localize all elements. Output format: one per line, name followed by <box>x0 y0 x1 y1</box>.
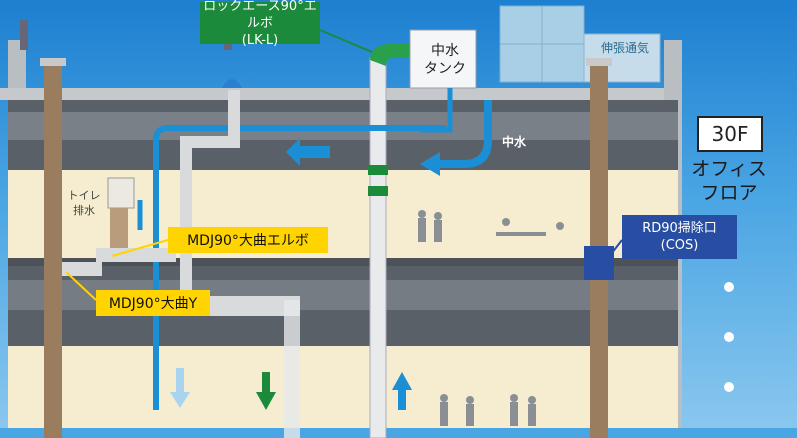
left-drain-stack <box>44 60 62 438</box>
vent-label: 伸張通気 <box>600 40 649 55</box>
lower-floor <box>8 346 678 438</box>
floor-number: 30F <box>697 116 763 152</box>
flow-arrow-curve <box>420 100 492 176</box>
pager-dot <box>724 332 734 342</box>
lockace-elbow <box>370 44 410 66</box>
lower-drain-branch <box>200 296 300 316</box>
center-riser <box>369 57 387 438</box>
toilet-icon <box>107 177 135 209</box>
arrow-down-green <box>256 372 276 410</box>
pager-dot <box>724 382 734 392</box>
office-people-icon <box>418 210 564 242</box>
arrow-down-light <box>170 368 190 408</box>
rd90-cos-label: RD90掃除口 (COS) <box>622 215 737 259</box>
lockace-elbow-label: ロックエース90°エルボ (LK-L) <box>200 0 320 48</box>
mdj-y-label: MDJ90°大曲Y <box>96 290 210 316</box>
gray-water-flow-label: 中水 <box>501 134 526 149</box>
cos-fitting <box>584 246 614 280</box>
lower-people-icon <box>440 394 536 426</box>
toilet-drain-label: トイレ 排水 <box>67 189 101 217</box>
roof-slab <box>0 88 682 100</box>
blue-supply-pipe <box>153 125 446 410</box>
upper-drain-branch <box>180 136 240 148</box>
tank-label: 中水 タンク <box>424 43 466 77</box>
arrow-up-blue <box>392 372 412 410</box>
mdj-elbow-label: MDJ90°大曲エルボ <box>168 227 328 253</box>
pager-dot <box>724 282 734 292</box>
gray-water-tank <box>409 29 477 89</box>
flow-arrow-left <box>286 138 330 166</box>
floor-slab <box>8 258 678 266</box>
floor-name: オフィス フロア <box>691 158 767 204</box>
mdj-elbow-pipe <box>96 248 176 262</box>
